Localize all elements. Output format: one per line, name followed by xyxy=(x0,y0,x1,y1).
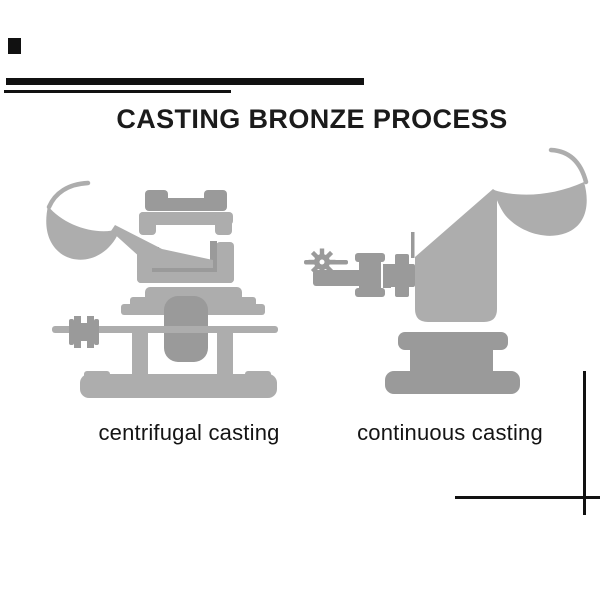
withdrawal-assembly xyxy=(304,232,415,297)
ladle xyxy=(46,180,119,260)
machine-base xyxy=(385,332,520,394)
mold-top-block xyxy=(145,190,227,211)
mold-bracket xyxy=(139,212,233,235)
decor-bar-thin xyxy=(4,90,231,93)
gear-hub-hole xyxy=(319,259,325,265)
ladle-bowl-icon xyxy=(46,206,119,260)
continuous-casting-diagram xyxy=(304,147,589,394)
caption-continuous-casting: continuous casting xyxy=(357,420,543,445)
shaft-coupling-icon xyxy=(69,316,99,348)
pour-stream xyxy=(111,225,213,268)
page-title: CASTING BRONZE PROCESS xyxy=(116,104,508,134)
decor-corner-horizontal-line xyxy=(455,496,600,499)
decor-corner-vertical-line xyxy=(583,371,586,515)
decor-bar-thick xyxy=(6,78,364,85)
caption-centrifugal-casting: centrifugal casting xyxy=(98,420,280,445)
ladle xyxy=(494,147,589,236)
machine-base xyxy=(80,371,277,398)
tundish-mold xyxy=(415,189,497,322)
ladle-handle-icon xyxy=(548,147,589,185)
centrifugal-casting-diagram xyxy=(46,180,278,398)
decor-square xyxy=(8,38,21,54)
ladle-bowl-icon xyxy=(494,182,587,236)
machine-legs xyxy=(132,330,233,377)
ladle-handle-icon xyxy=(46,180,91,210)
